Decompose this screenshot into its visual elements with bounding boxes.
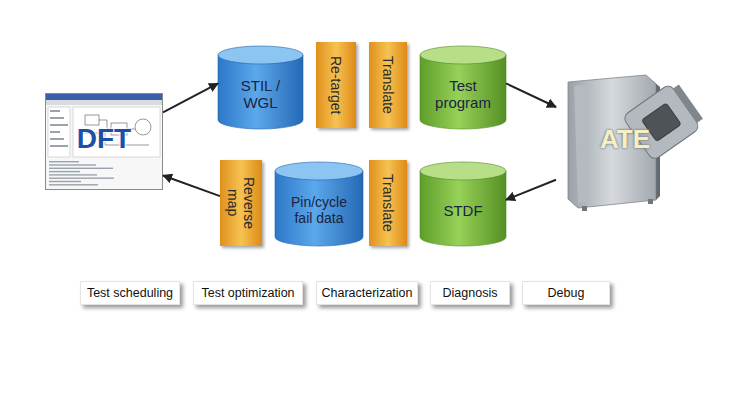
node-text: Re-target [328,56,344,114]
task-tag: Test optimization [193,281,303,305]
data-cylinder: STIL / WGL [218,46,303,129]
node-text: Reverse map [225,164,257,242]
task-tag: Debug [522,281,610,305]
node-text: DFT [45,123,163,155]
flow-arrow [506,83,556,107]
node-text: STIL / WGL [226,77,295,111]
node-text: Test scheduling [87,286,173,300]
process-bar: Re-target [316,42,356,128]
node-text: Translate [380,56,396,114]
flow-arrow [506,180,556,200]
node-text: Characterization [321,286,412,300]
node-text: Test optimization [201,286,294,300]
node-text: Translate [380,174,396,232]
process-bar: Translate [369,160,407,246]
test-equipment: ATE [556,72,694,212]
data-cylinder: Test program [420,46,506,129]
task-tag: Characterization [316,281,418,305]
node-text: STDF [443,202,482,219]
node-text: Test program [428,77,498,111]
data-cylinder: STDF [420,162,506,246]
task-tag: Test scheduling [80,281,180,305]
process-bar: Translate [369,42,407,128]
node-text: ATE [556,124,694,155]
node-text: Diagnosis [443,286,498,300]
node-text: Debug [548,286,585,300]
process-bar: Reverse map [220,160,262,246]
flow-arrow [163,175,220,196]
task-tag: Diagnosis [430,281,510,305]
flow-arrow [163,83,218,112]
data-cylinder: Pin/cycle fail data [275,162,363,246]
node-text: Pin/cycle fail data [283,194,355,226]
tool-screenshot: DFT [45,93,163,190]
